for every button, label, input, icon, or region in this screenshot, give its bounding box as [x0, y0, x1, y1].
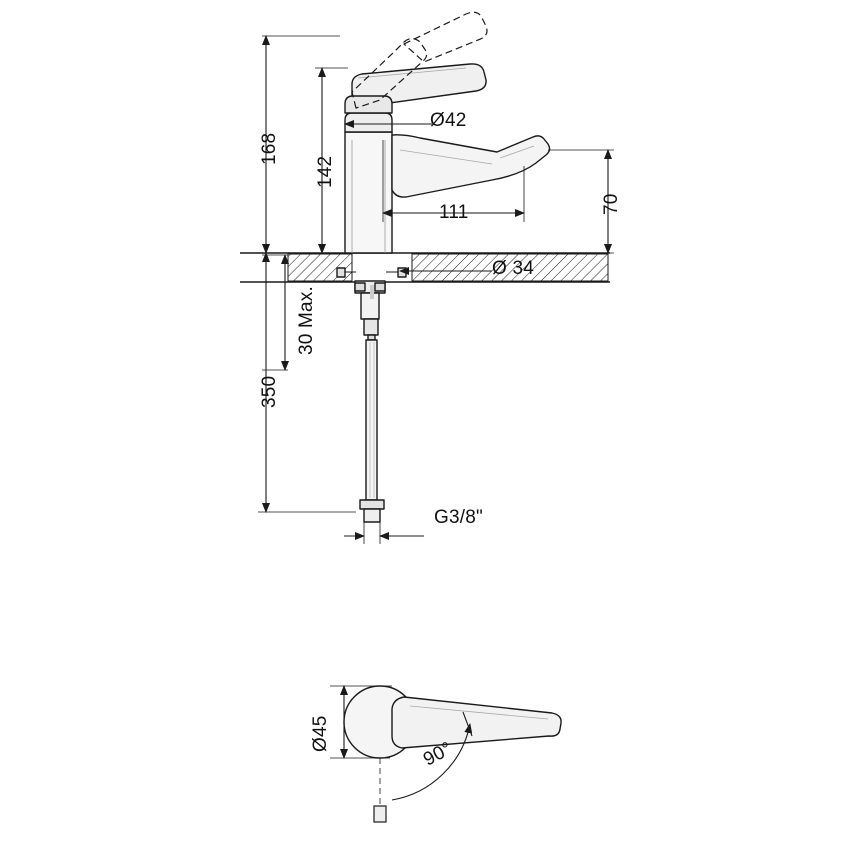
front-elevation-geometry	[240, 11, 610, 523]
dimension-label-142: 142	[315, 155, 336, 188]
dimension-label-111: 111	[439, 202, 469, 223]
dimension-label-350: 350	[259, 375, 280, 408]
dimension-lines-elevation	[240, 35, 614, 544]
dimension-label-d34: Ø 34	[492, 258, 534, 279]
top-view-geometry	[343, 685, 562, 823]
dimension-label-d42: Ø42	[430, 110, 467, 131]
dimension-label-70: 70	[601, 193, 622, 215]
dimension-label-30max: 30 Max.	[296, 286, 317, 355]
dimension-label-d45: Ø45	[310, 715, 331, 752]
dimension-label-g38: G3/8"	[434, 507, 483, 528]
dimension-label-168: 168	[259, 132, 280, 165]
dimension-lines-top-view	[330, 685, 392, 759]
